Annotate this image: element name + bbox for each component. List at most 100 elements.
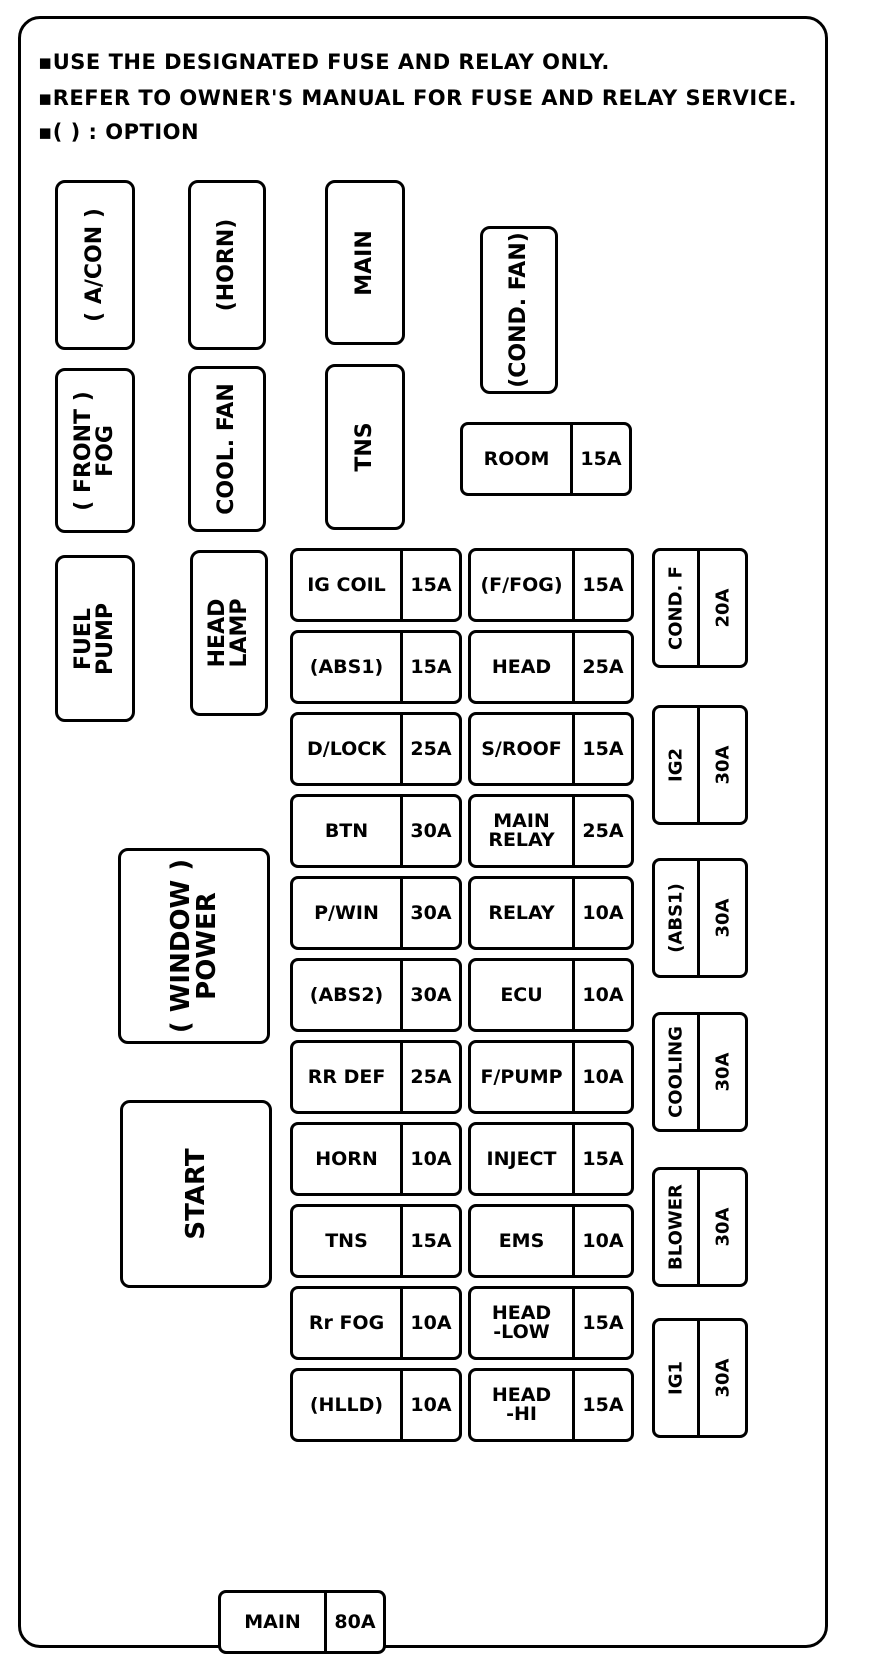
fuse-name: TNS <box>325 1229 368 1252</box>
relay-power-window[interactable]: ( WINDOW ) POWER <box>118 848 270 1044</box>
fuse-slot[interactable]: EMS 10A <box>468 1204 634 1278</box>
fuse-slot[interactable]: INJECT 15A <box>468 1122 634 1196</box>
note-designated: ▪USE THE DESIGNATED FUSE AND RELAY ONLY. <box>38 50 610 74</box>
relay-cool-fan-label: COOL. FAN <box>214 383 239 515</box>
fuse-slot[interactable]: S/ROOF 15A <box>468 712 634 786</box>
fuse-slot[interactable]: HORN 10A <box>290 1122 462 1196</box>
note-manual: ▪REFER TO OWNER'S MANUAL FOR FUSE AND RE… <box>38 86 797 110</box>
fuse-name: RR DEF <box>307 1065 386 1088</box>
relay-head-lamp[interactable]: HEAD LAMP <box>190 550 268 716</box>
relay-horn[interactable]: (HORN) <box>188 180 266 350</box>
fuse-amp: 15A <box>572 715 631 783</box>
fuse-name: D/LOCK <box>307 737 386 760</box>
relay-fuel-pump-label: FUEL PUMP <box>71 602 118 675</box>
fuse-slot[interactable]: ECU 10A <box>468 958 634 1032</box>
fuse-amp: 10A <box>572 1043 631 1111</box>
relay-cond-fan-label: (COND. FAN) <box>506 232 531 388</box>
fuse-name: HORN <box>315 1147 378 1170</box>
fuse-name: IG COIL <box>307 573 386 596</box>
fuse-amp: 10A <box>400 1371 459 1439</box>
fuse-amp: 10A <box>400 1125 459 1193</box>
fuse-slot[interactable]: TNS 15A <box>290 1204 462 1278</box>
fuse-amp: 15A <box>400 633 459 701</box>
fuse-amp: 15A <box>572 1125 631 1193</box>
fuse-amp: 30A <box>400 797 459 865</box>
fuse-amp: 20A <box>712 588 733 628</box>
fuse-amp: 15A <box>572 1289 631 1357</box>
fuse-name: BLOWER <box>665 1184 687 1270</box>
relay-main[interactable]: MAIN <box>325 180 405 345</box>
fuse-amp: 30A <box>712 1207 733 1247</box>
fuse-main[interactable]: MAIN 80A <box>218 1590 386 1654</box>
relay-a-con-label: ( A/CON ) <box>82 208 107 322</box>
fuse-slot[interactable]: (F/FOG) 15A <box>468 548 634 622</box>
fuse-amp: 15A <box>400 1207 459 1275</box>
fuse-amp: 10A <box>572 1207 631 1275</box>
fuse-amp: 15A <box>572 551 631 619</box>
fuse-name: S/ROOF <box>481 737 562 760</box>
fuse-amp: 25A <box>572 797 631 865</box>
fuse-name: (F/FOG) <box>480 573 563 596</box>
fuse-name: INJECT <box>486 1147 557 1170</box>
fuse-slot[interactable]: (ABS2)30A <box>290 958 462 1032</box>
relay-tns-label: TNS <box>352 422 377 472</box>
fuse-name: HEAD -HI <box>491 1384 552 1425</box>
relay-fuel-pump[interactable]: FUEL PUMP <box>55 555 135 722</box>
fuse-amp: 30A <box>712 1358 733 1398</box>
fuse-amp: 15A <box>400 551 459 619</box>
relay-cool-fan[interactable]: COOL. FAN <box>188 366 266 532</box>
relay-front-fog[interactable]: ( FRONT ) FOG <box>55 368 135 533</box>
fuse-name: ECU <box>500 983 543 1006</box>
fuse-amp: 30A <box>712 898 733 938</box>
relay-cond-fan[interactable]: (COND. FAN) <box>480 226 558 394</box>
fuse-amp: 10A <box>572 961 631 1029</box>
relay-power-window-label: ( WINDOW ) POWER <box>166 858 222 1034</box>
fuse-amp: 25A <box>400 715 459 783</box>
vertical-fuse-slot[interactable]: COND. F 20A <box>652 548 748 668</box>
vertical-fuse-slot[interactable]: IG2 30A <box>652 705 748 825</box>
fuse-name: (HLLD) <box>309 1393 384 1416</box>
fuse-name: IG2 <box>665 748 687 782</box>
fuse-slot[interactable]: D/LOCK 25A <box>290 712 462 786</box>
fuse-name: COOLING <box>665 1026 687 1118</box>
fuse-room-amp: 15A <box>570 425 629 493</box>
fuse-amp: 25A <box>400 1043 459 1111</box>
fuse-name: COND. F <box>665 566 687 650</box>
relay-head-lamp-label: HEAD LAMP <box>205 598 252 668</box>
relay-a-con[interactable]: ( A/CON ) <box>55 180 135 350</box>
fuse-main-amp: 80A <box>324 1593 383 1651</box>
fuse-amp: 30A <box>400 879 459 947</box>
relay-main-label: MAIN <box>352 229 377 296</box>
fuse-slot[interactable]: (HLLD) 10A <box>290 1368 462 1442</box>
fuse-name: EMS <box>498 1229 545 1252</box>
fuse-name: MAIN RELAY <box>488 810 555 851</box>
relay-start[interactable]: START <box>120 1100 272 1288</box>
fuse-amp: 10A <box>572 879 631 947</box>
fuse-slot[interactable]: (ABS1) 15A <box>290 630 462 704</box>
fuse-slot[interactable]: IG COIL 15A <box>290 548 462 622</box>
fuse-amp: 30A <box>712 745 733 785</box>
note-option: ▪( ) : OPTION <box>38 120 200 144</box>
relay-front-fog-label: ( FRONT ) FOG <box>71 390 118 511</box>
fuse-name: (ABS1) <box>309 655 384 678</box>
vertical-fuse-slot[interactable]: (ABS1)30A <box>652 858 748 978</box>
fuse-amp: 25A <box>572 633 631 701</box>
fuse-main-name: MAIN <box>244 1610 301 1633</box>
fuse-amp: 10A <box>400 1289 459 1357</box>
relay-tns[interactable]: TNS <box>325 364 405 530</box>
fuse-room[interactable]: ROOM 15A <box>460 422 632 496</box>
fuse-slot[interactable]: MAIN RELAY 25A <box>468 794 634 868</box>
fuse-slot[interactable]: RR DEF 25A <box>290 1040 462 1114</box>
fuse-amp: 30A <box>400 961 459 1029</box>
vertical-fuse-slot[interactable]: BLOWER 30A <box>652 1167 748 1287</box>
